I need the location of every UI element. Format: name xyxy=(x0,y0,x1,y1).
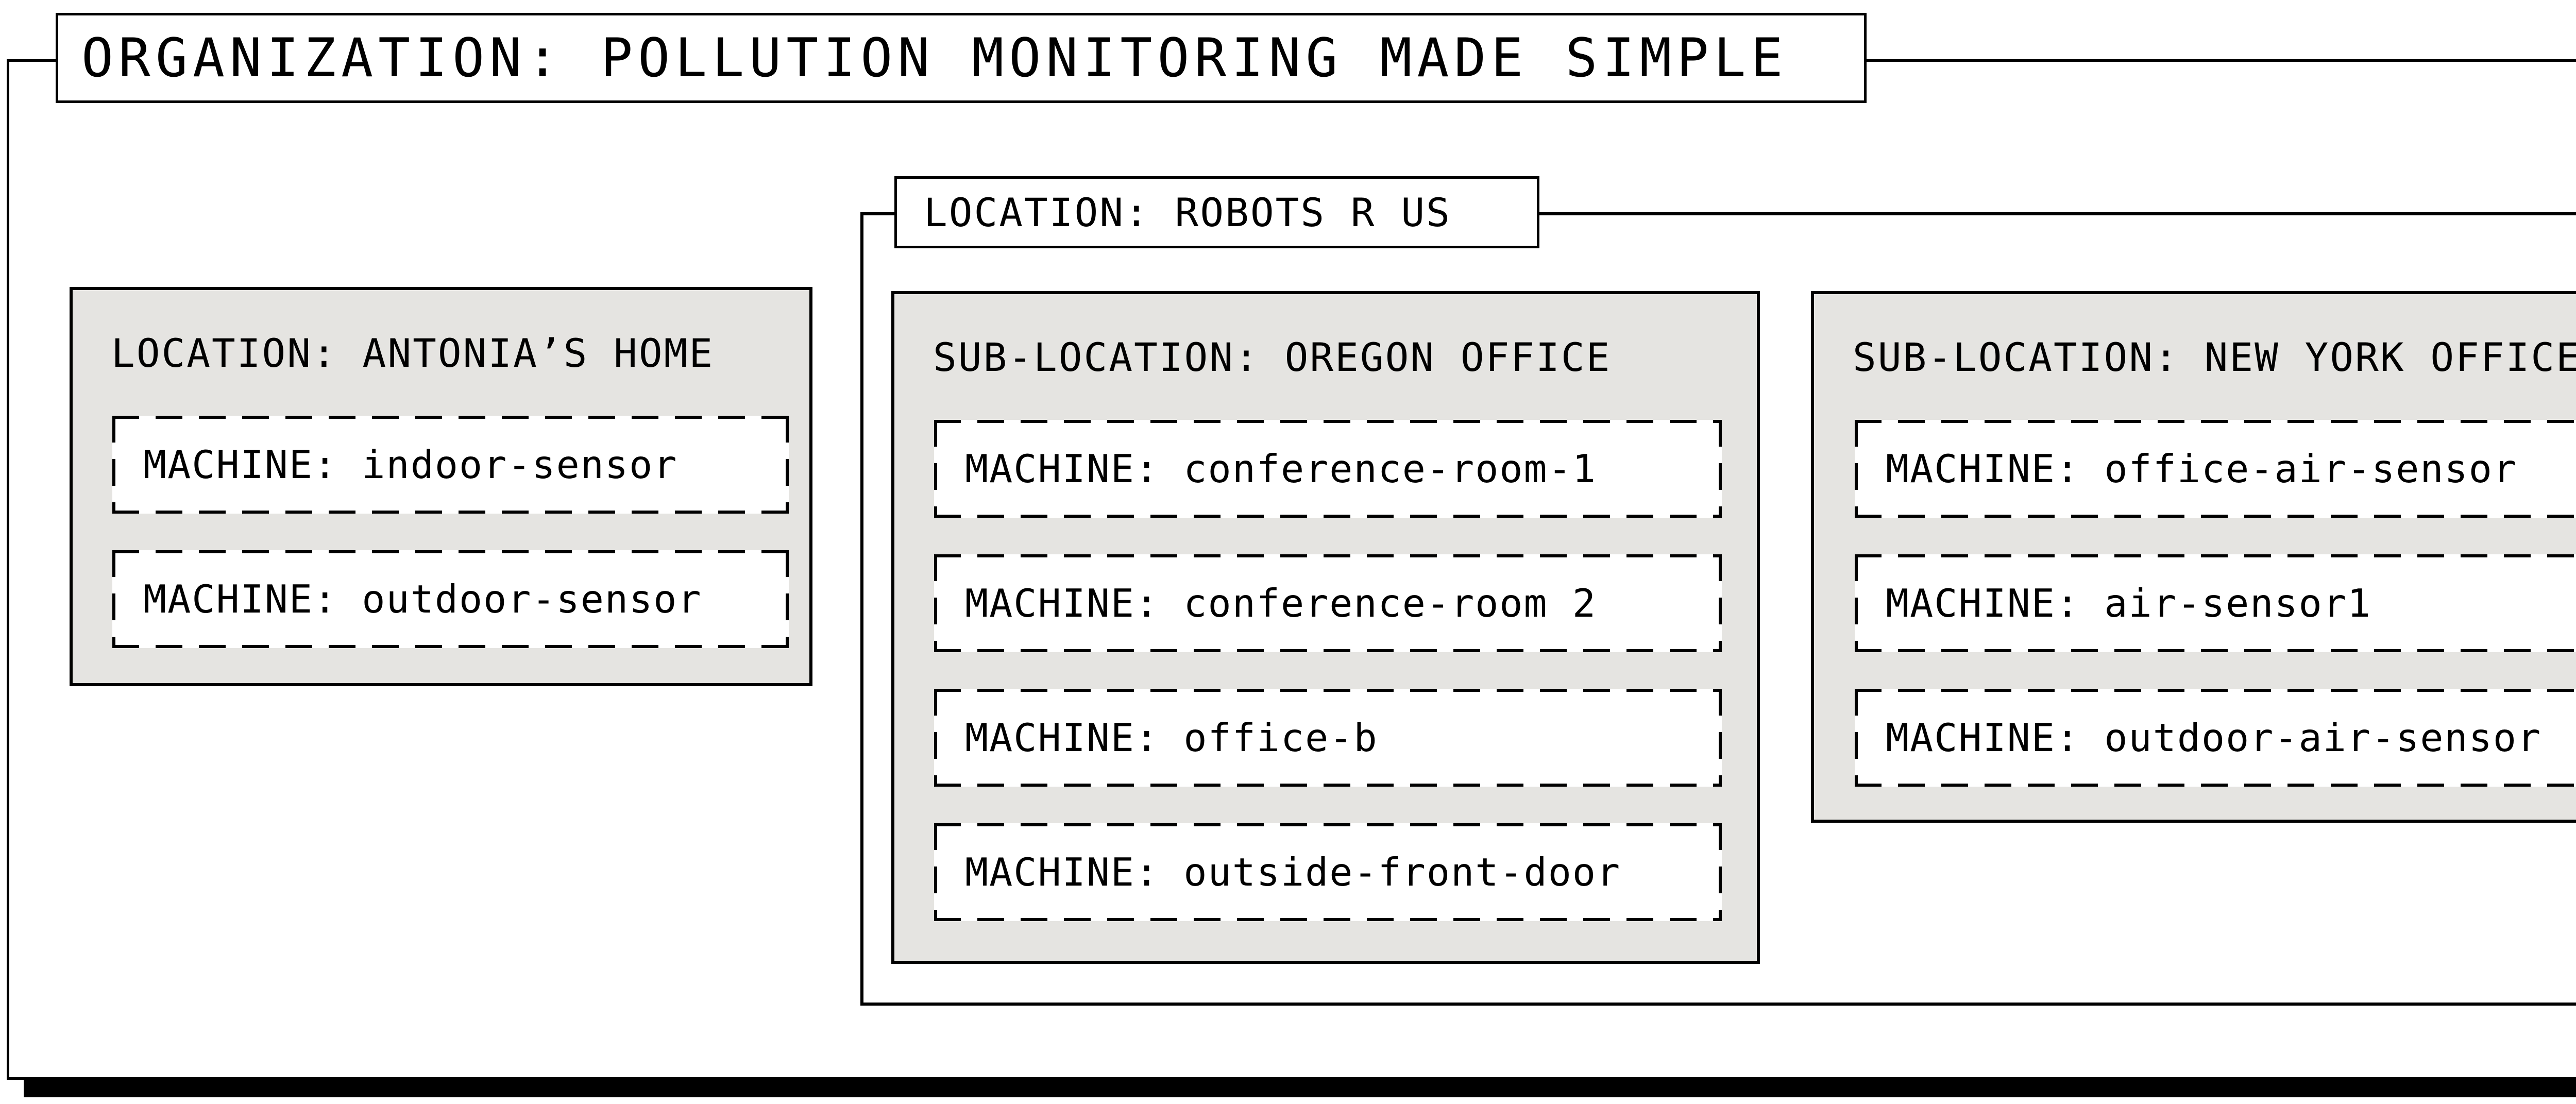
machine-outside-front-door-label: MACHINE: outside-front-door xyxy=(965,850,1621,895)
machine-box-outside-front-door: MACHINE: outside-front-door xyxy=(934,823,1722,921)
machine-conference-room-1-label: MACHINE: conference-room-1 xyxy=(965,446,1597,491)
organization-plaque: ORGANIZATION: POLLUTION MONITORING MADE … xyxy=(56,13,1867,103)
sublocation-box-new-york-office: SUB-LOCATION: NEW YORK OFFICE MACHINE: o… xyxy=(1811,291,2576,823)
sublocation-box-oregon-office: SUB-LOCATION: OREGON OFFICE MACHINE: con… xyxy=(891,291,1760,964)
machine-box-conference-room-2: MACHINE: conference-room 2 xyxy=(934,554,1722,652)
machine-office-air-sensor-label: MACHINE: office-air-sensor xyxy=(1886,446,2517,491)
organization-label: ORGANIZATION: POLLUTION MONITORING MADE … xyxy=(81,27,1788,89)
machine-indoor-sensor-label: MACHINE: indoor-sensor xyxy=(143,442,678,487)
location-antonias-home-label: LOCATION: ANTONIA’S HOME xyxy=(111,330,715,376)
machine-outdoor-sensor-label: MACHINE: outdoor-sensor xyxy=(143,576,702,622)
location-robots-r-us-label: LOCATION: ROBOTS R US xyxy=(924,189,1451,235)
machine-box-outdoor-air-sensor: MACHINE: outdoor-air-sensor xyxy=(1855,689,2576,787)
machine-box-indoor-sensor: MACHINE: indoor-sensor xyxy=(112,416,789,514)
machine-air-sensor1-label: MACHINE: air-sensor1 xyxy=(1886,581,2372,626)
sublocation-oregon-office-label: SUB-LOCATION: OREGON OFFICE xyxy=(933,334,1612,380)
location-box-antonias-home: LOCATION: ANTONIA’S HOME MACHINE: indoor… xyxy=(70,287,812,686)
location-robots-r-us-plaque: LOCATION: ROBOTS R US xyxy=(894,176,1539,248)
machine-box-air-sensor1: MACHINE: air-sensor1 xyxy=(1855,554,2576,652)
sublocation-new-york-office-label: SUB-LOCATION: NEW YORK OFFICE xyxy=(1853,334,2576,380)
machine-outdoor-air-sensor-label: MACHINE: outdoor-air-sensor xyxy=(1886,715,2542,760)
machine-box-conference-room-1: MACHINE: conference-room-1 xyxy=(934,420,1722,518)
machine-box-office-air-sensor: MACHINE: office-air-sensor xyxy=(1855,420,2576,518)
machine-office-b-label: MACHINE: office-b xyxy=(965,715,1378,760)
machine-box-office-b: MACHINE: office-b xyxy=(934,689,1722,787)
machine-box-outdoor-sensor: MACHINE: outdoor-sensor xyxy=(112,550,789,648)
machine-conference-room-2-label: MACHINE: conference-room 2 xyxy=(965,581,1597,626)
